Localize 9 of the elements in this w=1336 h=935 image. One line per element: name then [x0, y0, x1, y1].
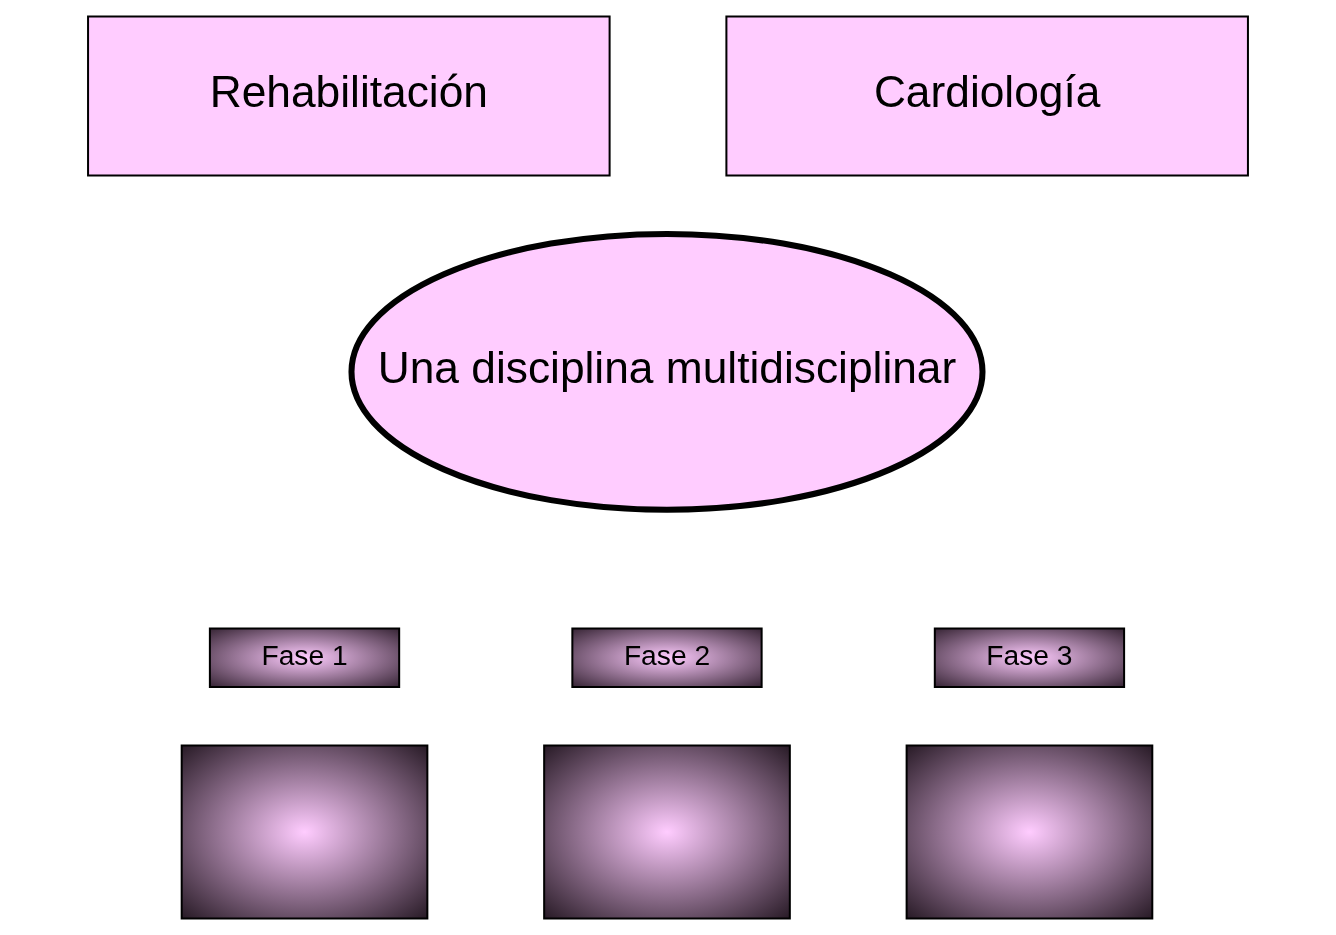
- node-box: Rehabilitación: [87, 15, 611, 177]
- node-box: [905, 744, 1154, 920]
- node-box: [543, 744, 791, 920]
- node-box: Cardiología: [725, 15, 1249, 177]
- node-box: [180, 744, 429, 920]
- node-box: Fase 3: [933, 627, 1126, 688]
- node-box: Fase 2: [571, 627, 763, 688]
- node-box: Fase 1: [208, 627, 401, 688]
- node-ellipse: Una disciplina multidisciplinar: [348, 230, 986, 513]
